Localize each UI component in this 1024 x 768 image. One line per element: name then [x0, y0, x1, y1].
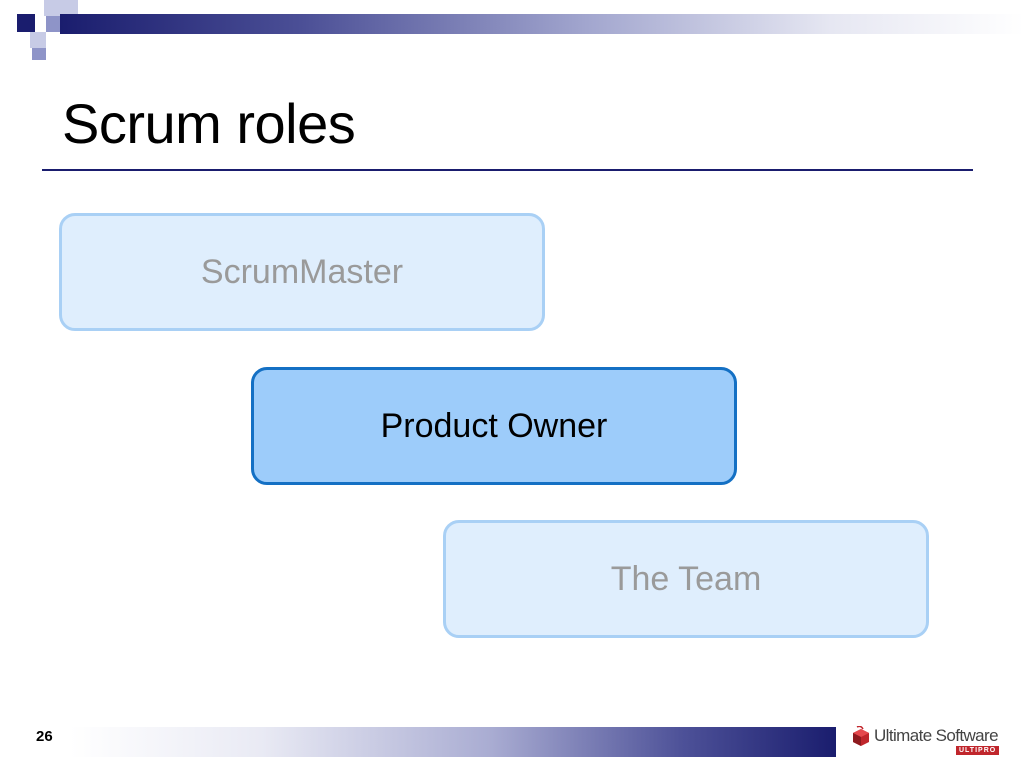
- slide-title: Scrum roles: [62, 92, 356, 155]
- footer-gradient-bar: [70, 727, 836, 757]
- role-the-team-box: The Team: [443, 520, 929, 638]
- title-underline: [42, 169, 973, 171]
- decorative-square: [30, 32, 46, 48]
- decorative-square: [17, 14, 35, 32]
- role-label: The Team: [610, 559, 762, 598]
- role-product-owner-box: Product Owner: [251, 367, 737, 485]
- decorative-square: [32, 48, 46, 60]
- logo-subtitle: ULTIPRO: [956, 746, 1000, 755]
- page-number: 26: [36, 728, 53, 745]
- ultimate-software-logo-icon: [853, 726, 869, 746]
- company-logo: Ultimate Software ULTIPRO: [848, 724, 1008, 760]
- logo-wordmark: Ultimate Software: [874, 726, 999, 745]
- decorative-square: [46, 16, 62, 32]
- header-gradient-bar: [60, 14, 1024, 34]
- role-label: ScrumMaster: [200, 252, 404, 291]
- role-label: Product Owner: [380, 406, 608, 445]
- decorative-square: [62, 0, 78, 16]
- decorative-square: [44, 0, 62, 16]
- role-scrummaster-box: ScrumMaster: [59, 213, 545, 331]
